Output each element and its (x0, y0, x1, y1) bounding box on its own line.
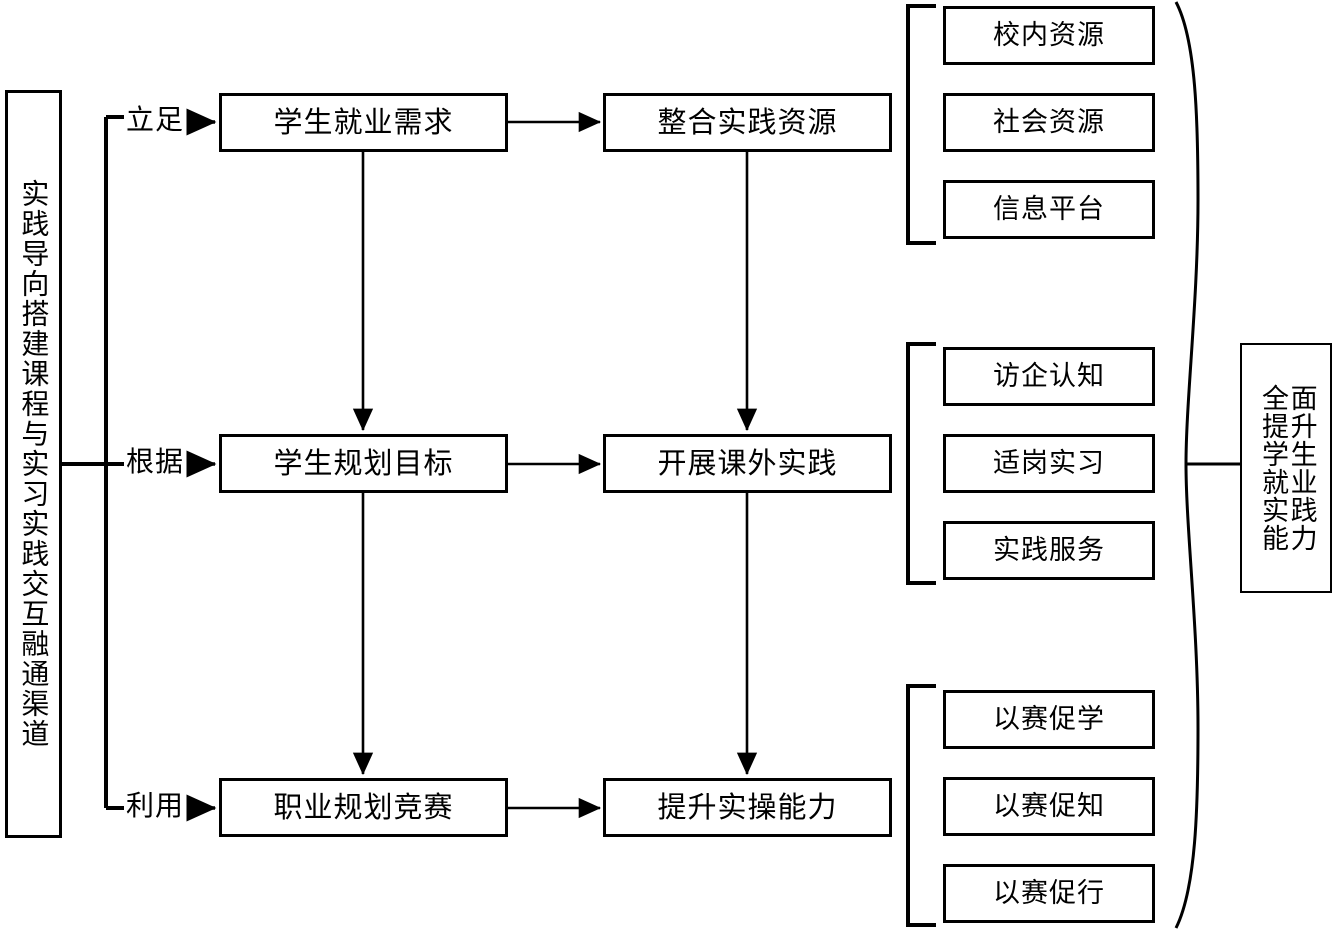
stage1-box-row1[interactable]: 学生就业需求 (219, 93, 508, 152)
detail-box-row3-3[interactable]: 以赛促行 (943, 864, 1155, 923)
outcome-column-b: 全提学就实能 (1257, 384, 1288, 552)
outcome-column-a: 面升生业践力 (1285, 384, 1317, 552)
connector-label-1: 立足 (126, 103, 185, 136)
pillar-distribution-connector (62, 115, 124, 810)
stage2-box-row2[interactable]: 开展课外实践 (603, 434, 892, 493)
connector-label-2: 根据 (126, 445, 185, 478)
label-to-stage1-arrows (186, 108, 217, 822)
left-pillar-text: 实践导向搭建课程与实习实践交互融通渠道 (17, 179, 51, 749)
detail-box-row1-1[interactable]: 校内资源 (943, 6, 1155, 65)
group-bracket-1 (906, 4, 936, 245)
stage1-box-row2[interactable]: 学生规划目标 (219, 434, 508, 493)
outcome-brace (1174, 1, 1240, 929)
stage2-box-row3[interactable]: 提升实操能力 (603, 778, 892, 837)
group-bracket-2 (906, 342, 936, 585)
detail-box-row2-2[interactable]: 适岗实习 (943, 434, 1155, 493)
detail-box-row1-2[interactable]: 社会资源 (943, 93, 1155, 152)
group-bracket-3 (906, 684, 936, 927)
detail-box-row1-3[interactable]: 信息平台 (943, 180, 1155, 239)
left-pillar-box: 实践导向搭建课程与实习实践交互融通渠道 (5, 90, 62, 838)
detail-box-row2-3[interactable]: 实践服务 (943, 521, 1155, 580)
stage2-box-row1[interactable]: 整合实践资源 (603, 93, 892, 152)
detail-box-row2-1[interactable]: 访企认知 (943, 347, 1155, 406)
detail-box-row3-2[interactable]: 以赛促知 (943, 777, 1155, 836)
stage1-box-row3[interactable]: 职业规划竞赛 (219, 778, 508, 837)
stage1-to-stage2-arrows (508, 111, 602, 819)
outcome-box[interactable]: 面升生业践力 全提学就实能 (1240, 343, 1332, 593)
connector-label-3: 利用 (126, 789, 185, 822)
detail-box-row3-1[interactable]: 以赛促学 (943, 690, 1155, 749)
